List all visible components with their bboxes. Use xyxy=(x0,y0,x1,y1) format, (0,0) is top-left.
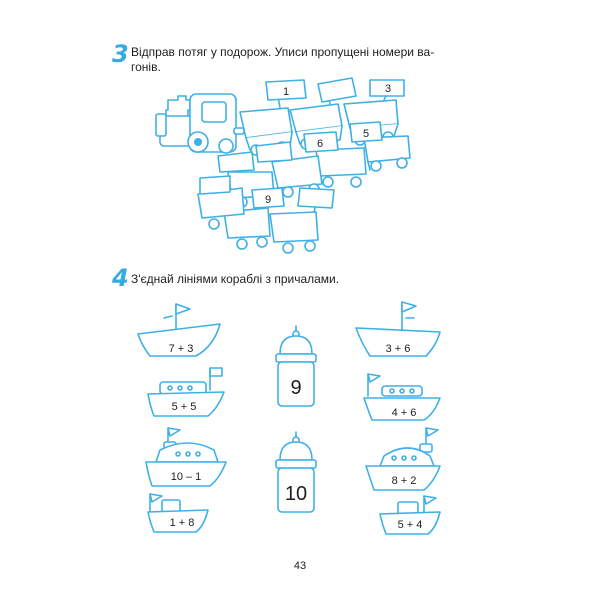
task-3-number: 3 xyxy=(112,40,129,68)
wagon-10 xyxy=(197,175,245,230)
wagon-5: 5 xyxy=(349,121,411,172)
right-ship-4: 5 + 4 xyxy=(379,495,441,535)
right-ship-2: 4 + 6 xyxy=(363,373,441,421)
task-4-number: 4 xyxy=(112,264,129,292)
task-3-text-line-1: Відправ потяг у подорож. Уписи пропущені… xyxy=(131,45,435,59)
wagon-number-1: 1 xyxy=(283,86,289,98)
wagon-11 xyxy=(269,187,335,254)
pier-1-number: 9 xyxy=(290,377,301,399)
right-ship-3-label: 8 + 2 xyxy=(392,475,417,487)
right-ship-3: 8 + 2 xyxy=(365,427,441,491)
pier-1: 9 xyxy=(275,325,317,407)
left-ship-4: 1 + 8 xyxy=(147,493,209,533)
right-ship-1-label: 3 + 6 xyxy=(386,343,411,355)
left-ship-1: 7 + 3 xyxy=(137,303,221,357)
pier-2-number: 10 xyxy=(285,483,307,505)
wagon-number-6: 6 xyxy=(317,138,323,150)
train-wagons: 1 3 5 xyxy=(197,77,411,254)
right-ship-4-label: 5 + 4 xyxy=(398,519,423,531)
wagon-7 xyxy=(255,141,323,198)
task-3-text-line-2: гонів. xyxy=(131,60,161,74)
left-ship-2: 5 + 5 xyxy=(147,367,225,417)
page-number: 43 xyxy=(293,560,307,572)
right-ship-1: 3 + 6 xyxy=(355,301,441,357)
wagon-number-5: 5 xyxy=(363,128,369,140)
task-3-instruction: Відправ потяг у подорож. Уписи пропущені… xyxy=(131,45,434,75)
left-ship-4-label: 1 + 8 xyxy=(170,517,195,529)
wagon-number-9: 9 xyxy=(265,194,271,206)
left-ship-3-label: 10 – 1 xyxy=(171,471,202,483)
train-locomotive xyxy=(155,93,245,154)
task-4-instruction: З'єднай лініями кораблі з причалами. xyxy=(131,272,340,286)
left-ship-3: 10 – 1 xyxy=(145,427,227,487)
left-ship-1-label: 7 + 3 xyxy=(169,343,194,355)
left-ship-2-label: 5 + 5 xyxy=(172,401,197,413)
pier-2: 10 xyxy=(275,431,317,513)
wagon-number-3: 3 xyxy=(385,83,391,95)
right-ship-2-label: 4 + 6 xyxy=(392,407,417,419)
